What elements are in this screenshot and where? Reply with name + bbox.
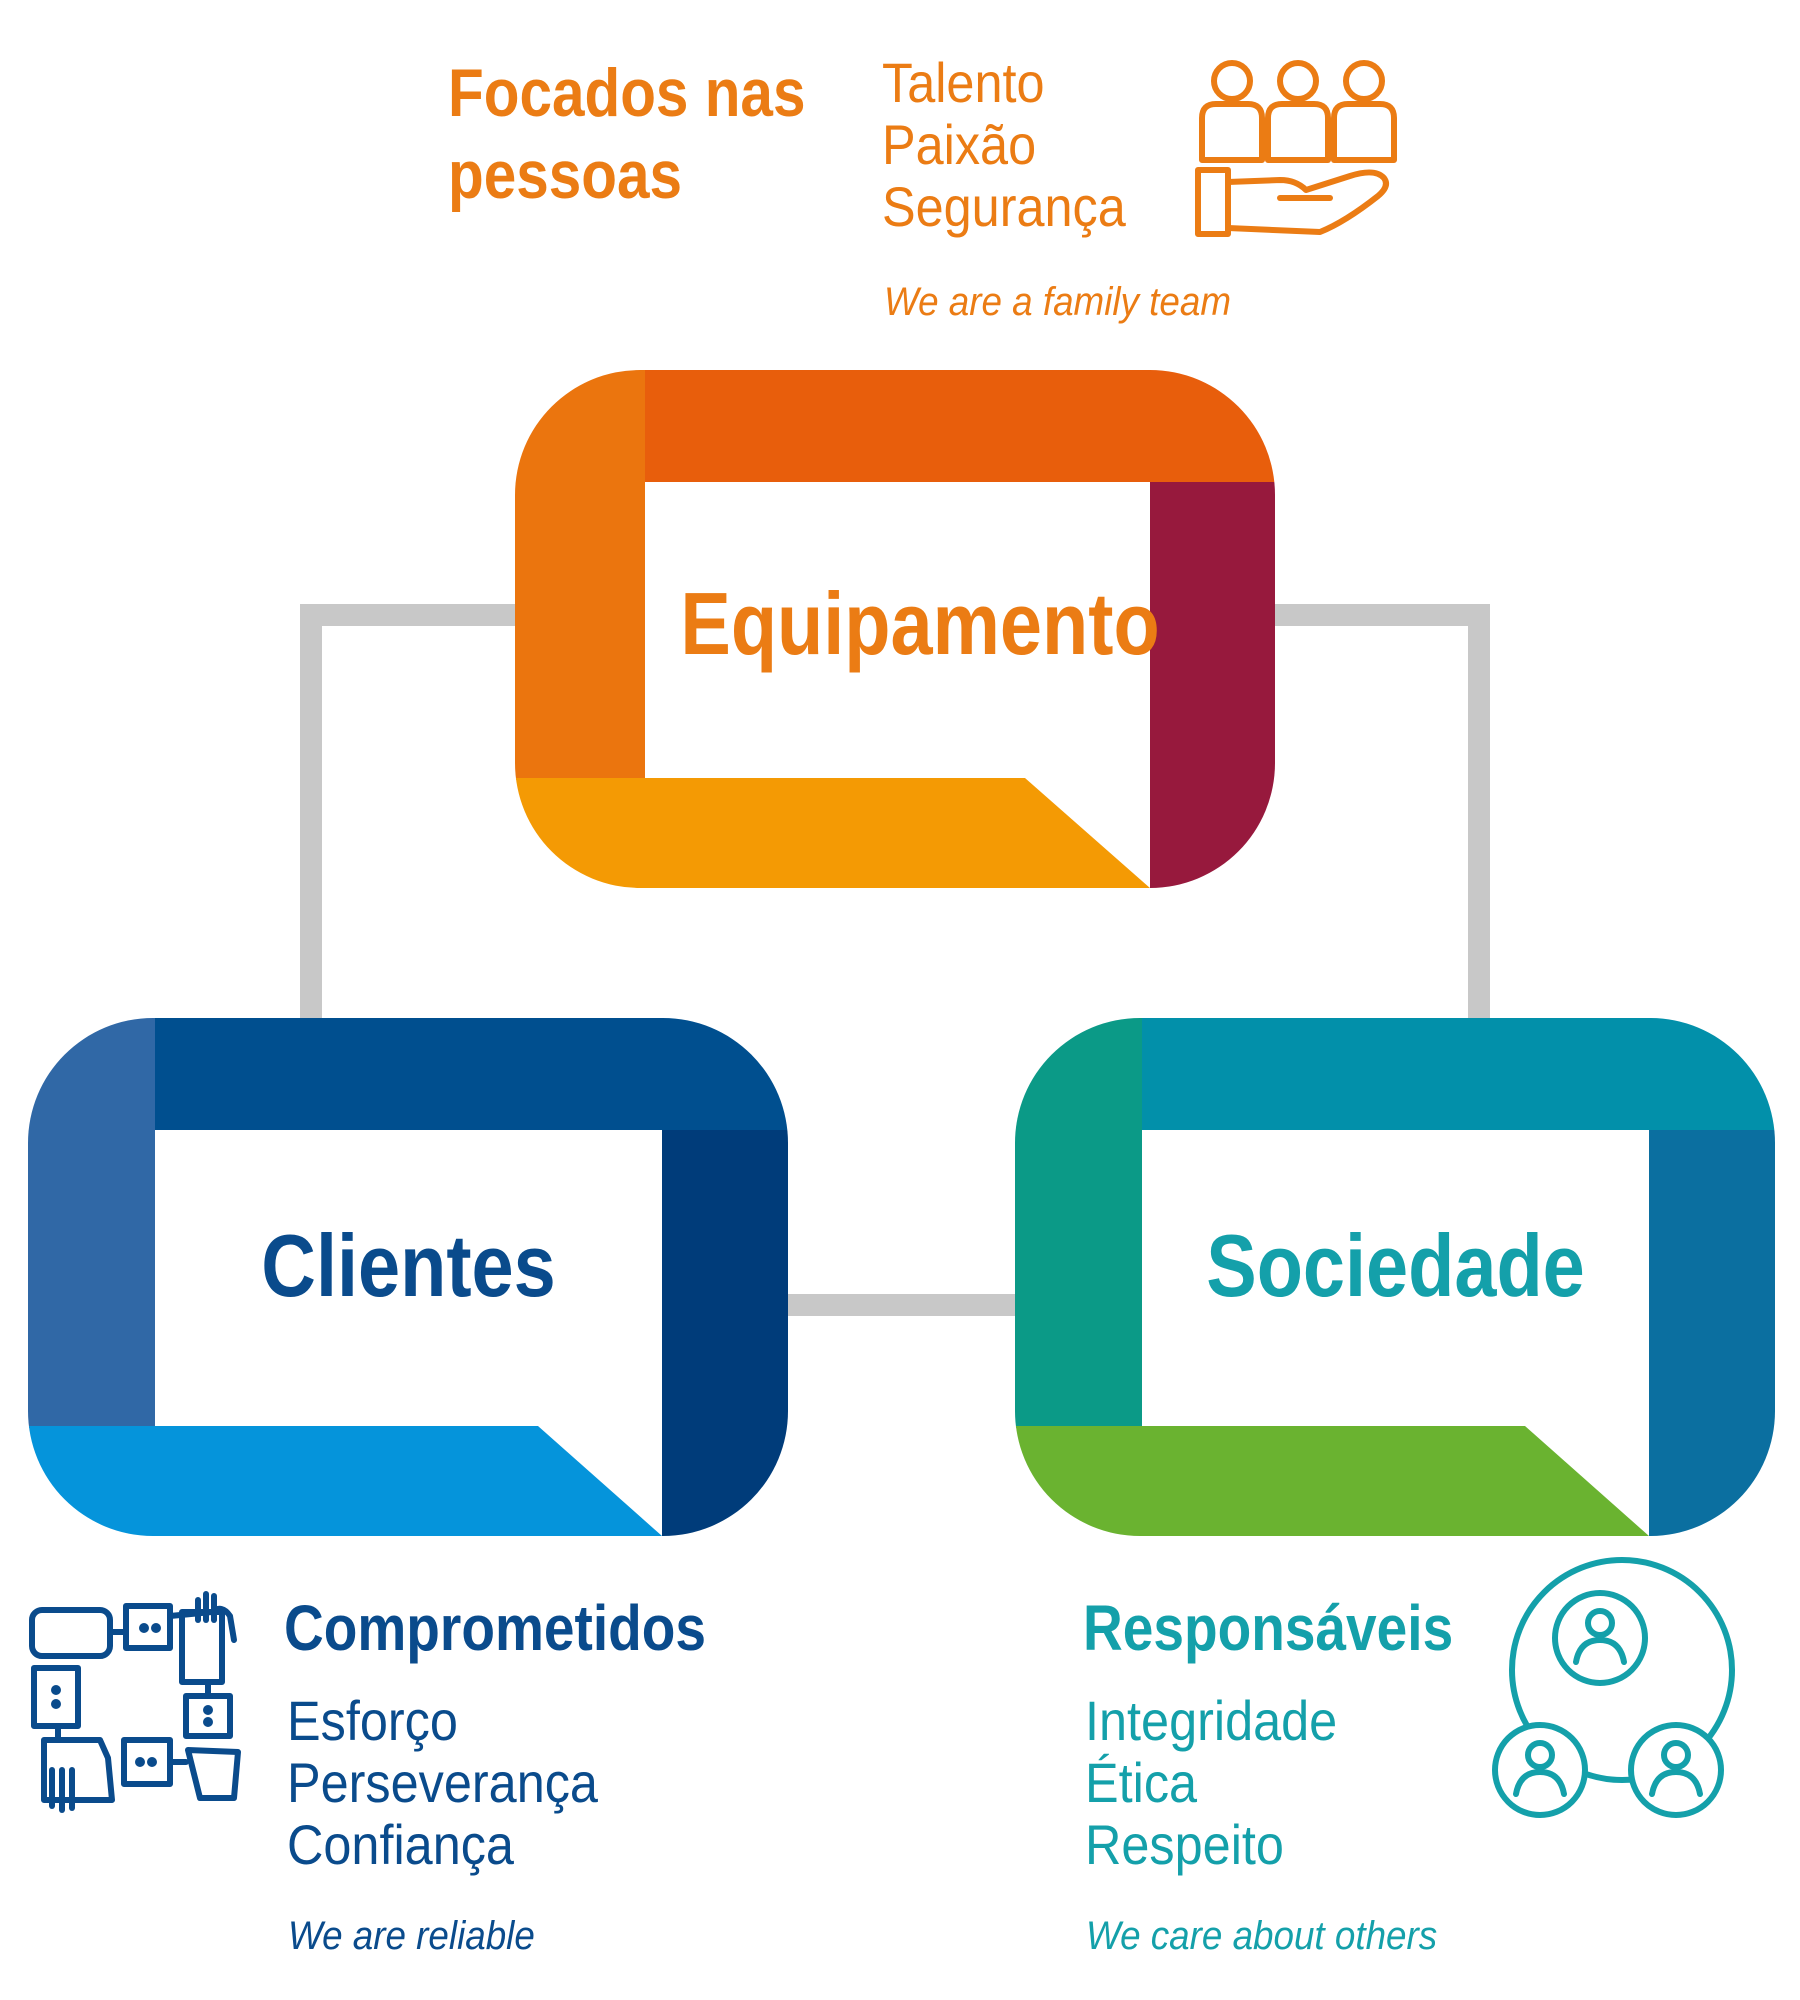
sociedade-values: Integridade Ética Respeito [1085, 1690, 1337, 1876]
joined-hands-icon [29, 1591, 241, 1813]
clientes-heading: Comprometidos [284, 1592, 706, 1664]
sociedade-title: Sociedade [1206, 1216, 1585, 1315]
sociedade-value-3: Respeito [1085, 1813, 1284, 1876]
equipamento-heading-line-2: pessoas [448, 137, 683, 213]
clientes-value-3: Confiança [287, 1813, 514, 1876]
sociedade-value-2: Ética [1085, 1751, 1198, 1814]
equipamento-heading: Focados nas pessoas [448, 52, 805, 216]
equipamento-value-3: Segurança [882, 175, 1126, 238]
clientes-tagline: We are reliable [288, 1914, 535, 1958]
hand-holding-people-icon [1195, 60, 1397, 237]
connector-lines [300, 604, 1490, 1316]
clientes-value-1: Esforço [287, 1689, 458, 1752]
clientes-frame [28, 1018, 788, 1536]
people-network-icon [1492, 1557, 1735, 1818]
equipamento-value-2: Paixão [882, 113, 1037, 176]
equipamento-tagline: We are a family team [884, 280, 1231, 324]
sociedade-frame [1015, 1018, 1775, 1536]
equipamento-heading-line-1: Focados nas [448, 55, 806, 131]
sociedade-heading: Responsáveis [1083, 1592, 1454, 1664]
clientes-title: Clientes [261, 1216, 556, 1315]
clientes-value-2: Perseverança [287, 1751, 598, 1814]
sociedade-tagline: We care about others [1086, 1914, 1438, 1958]
equipamento-frame [515, 370, 1275, 888]
equipamento-title: Equipamento [680, 574, 1160, 673]
clientes-values: Esforço Perseverança Confiança [287, 1690, 598, 1876]
equipamento-values: Talento Paixão Segurança [882, 52, 1126, 238]
sociedade-value-1: Integridade [1085, 1689, 1338, 1752]
equipamento-value-1: Talento [882, 51, 1045, 114]
